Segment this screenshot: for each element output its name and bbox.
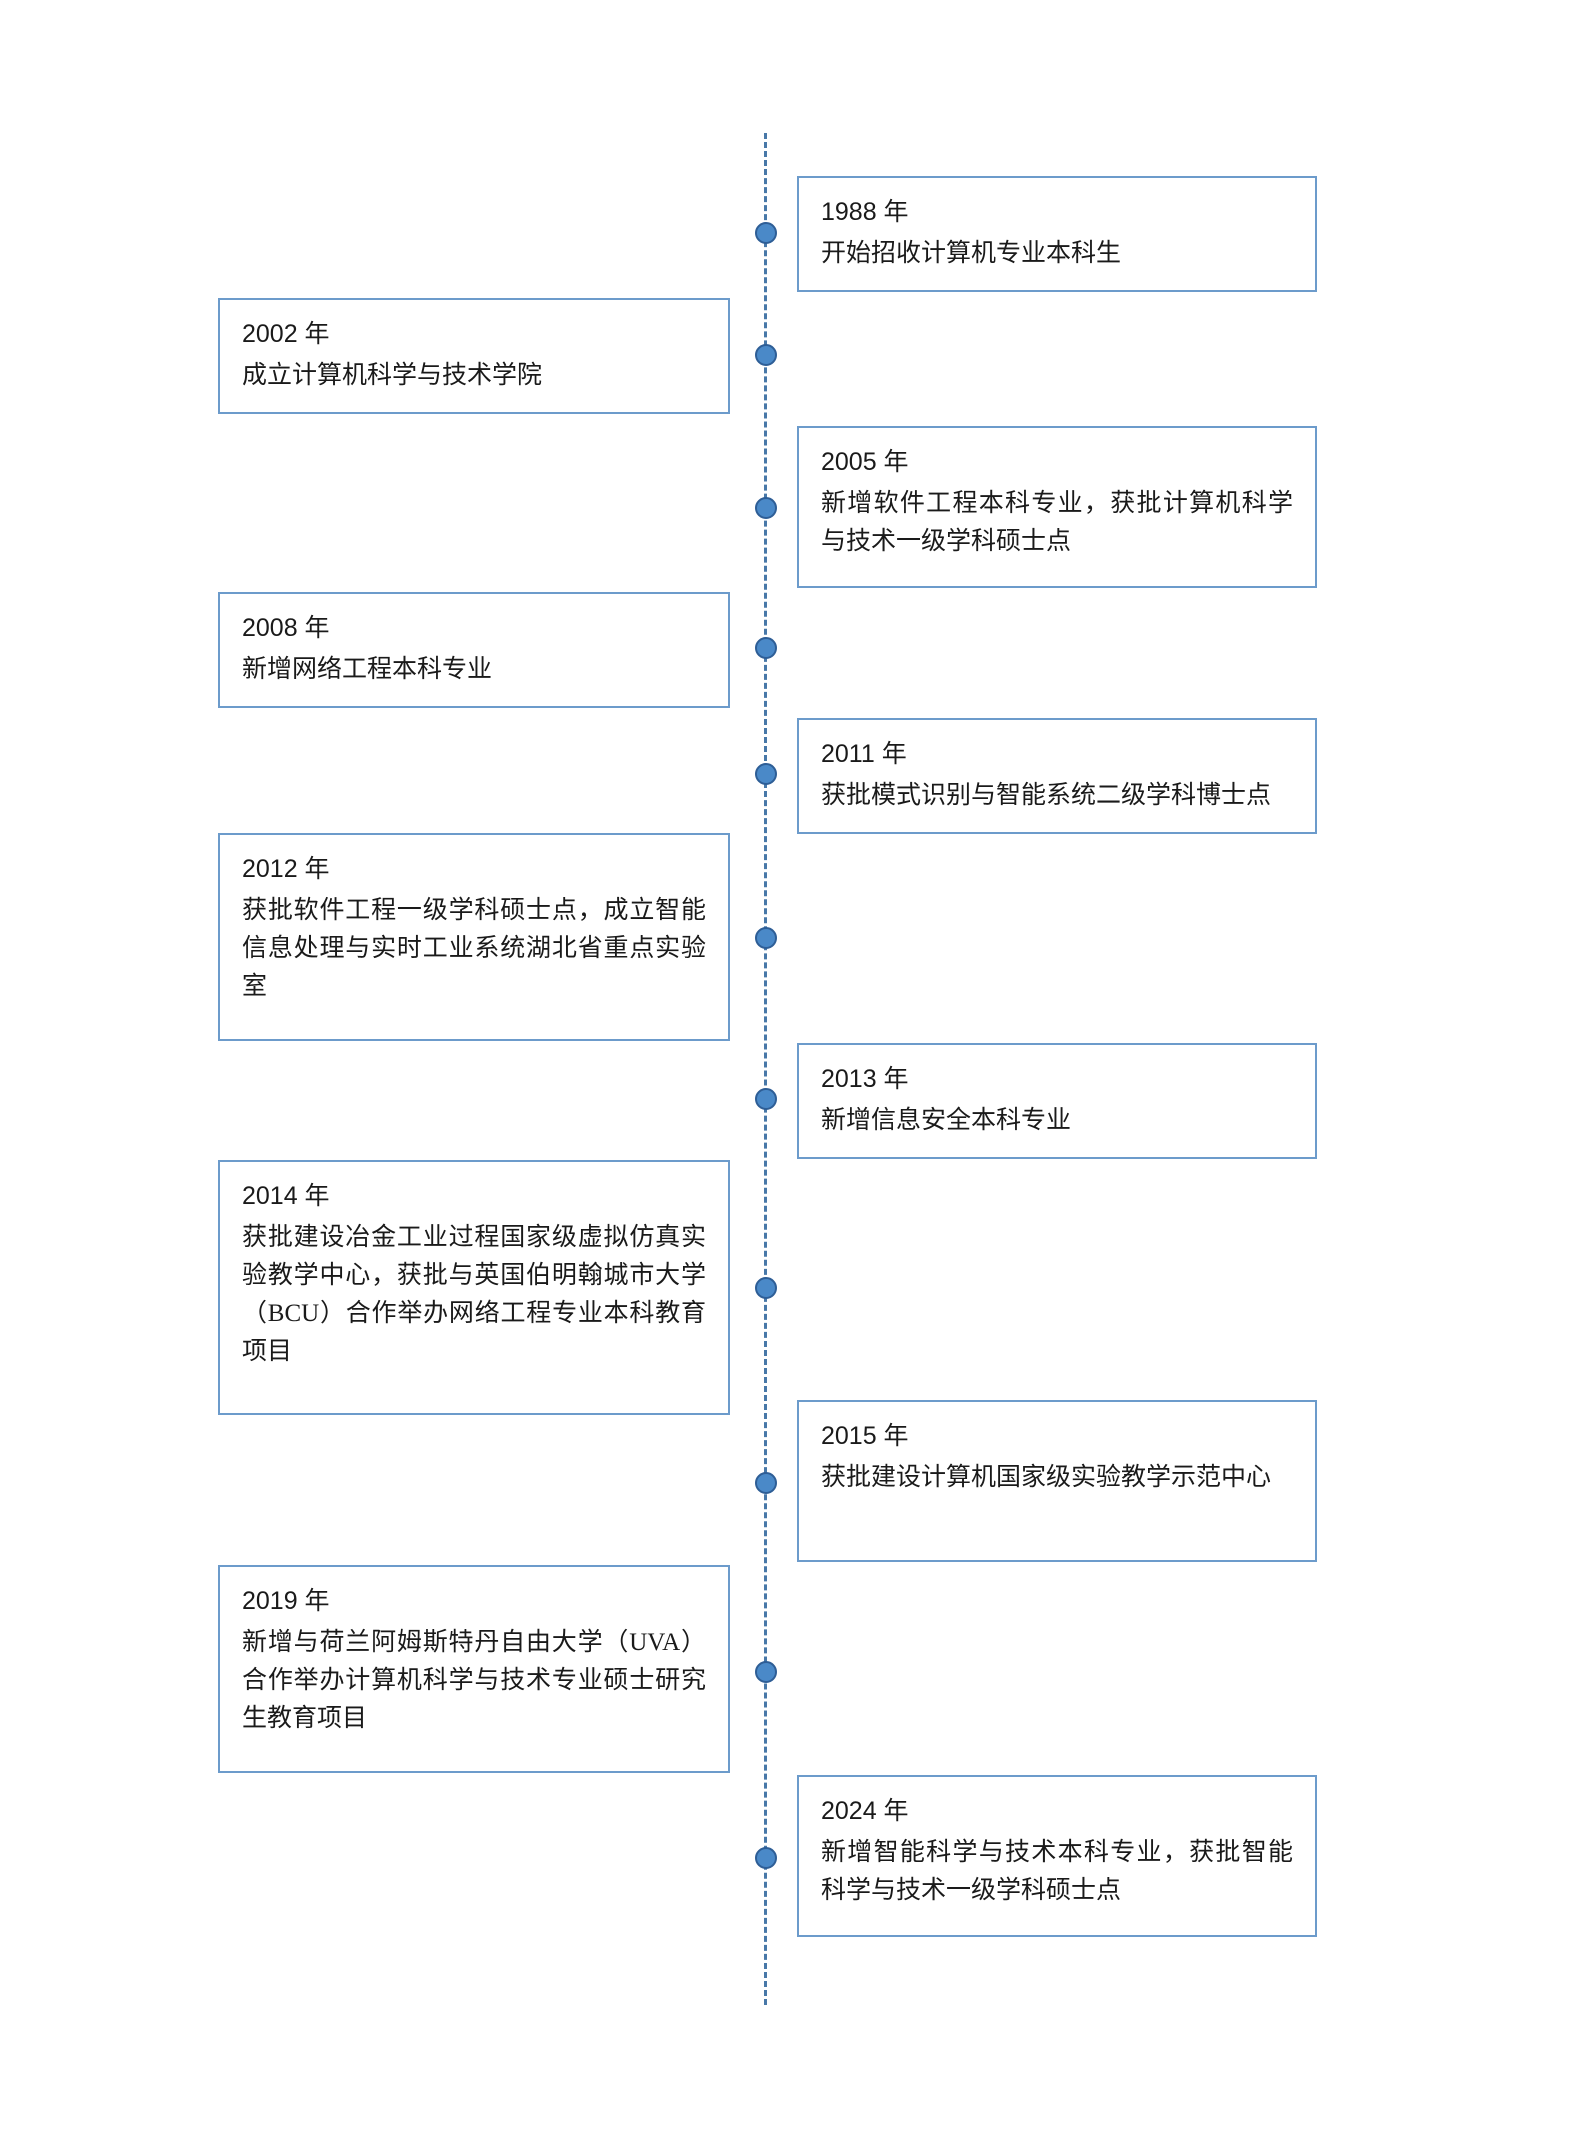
event-year-1988: 1988 年 [821,198,909,226]
event-year-2014: 2014 年 [242,1182,330,1210]
event-year-2019: 2019 年 [242,1587,330,1615]
event-card-2014[interactable]: 2014 年 获批建设冶金工业过程国家级虚拟仿真实验教学中心，获批与英国伯明翰城… [218,1160,730,1415]
event-year-2024: 2024 年 [821,1797,909,1825]
event-card-2002[interactable]: 2002 年 成立计算机科学与技术学院 [218,298,730,414]
event-card-2024[interactable]: 2024 年 新增智能科学与技术本科专业，获批智能科学与技术一级学科硕士点 [797,1775,1317,1937]
event-card-2005[interactable]: 2005 年 新增软件工程本科专业，获批计算机科学与技术一级学科硕士点 [797,426,1317,588]
timeline-node-2015 [755,1472,777,1494]
event-desc-2015: 获批建设计算机国家级实验教学示范中心 [821,1463,1272,1491]
event-card-2008[interactable]: 2008 年 新增网络工程本科专业 [218,592,730,708]
event-year-2013: 2013 年 [821,1065,909,1093]
event-card-2013[interactable]: 2013 年 新增信息安全本科专业 [797,1043,1317,1159]
event-card-2019[interactable]: 2019 年 新增与荷兰阿姆斯特丹自由大学（UVA）合作举办计算机科学与技术专业… [218,1565,730,1773]
event-desc-1988: 开始招收计算机专业本科生 [821,239,1122,267]
timeline-node-2024 [755,1847,777,1869]
event-year-2005: 2005 年 [821,448,909,476]
timeline-node-2011 [755,763,777,785]
event-year-2015: 2015 年 [821,1422,909,1450]
timeline-node-2012 [755,927,777,949]
event-desc-2012: 获批软件工程一级学科硕士点，成立智能信息处理与实时工业系统湖北省重点实验室 [242,896,706,1000]
timeline-spine [764,133,767,2005]
event-card-1988[interactable]: 1988 年 开始招收计算机专业本科生 [797,176,1317,292]
timeline-node-2008 [755,637,777,659]
timeline-node-2014 [755,1277,777,1299]
event-card-2015[interactable]: 2015 年 获批建设计算机国家级实验教学示范中心 [797,1400,1317,1562]
event-desc-2019: 新增与荷兰阿姆斯特丹自由大学（UVA）合作举办计算机科学与技术专业硕士研究生教育… [242,1628,706,1732]
event-year-2012: 2012 年 [242,855,330,883]
event-card-2011[interactable]: 2011 年 获批模式识别与智能系统二级学科博士点 [797,718,1317,834]
timeline-node-2013 [755,1088,777,1110]
event-desc-2002: 成立计算机科学与技术学院 [242,361,543,389]
event-desc-2014: 获批建设冶金工业过程国家级虚拟仿真实验教学中心，获批与英国伯明翰城市大学（BCU… [242,1223,706,1365]
event-desc-2013: 新增信息安全本科专业 [821,1106,1072,1134]
event-desc-2024: 新增智能科学与技术本科专业，获批智能科学与技术一级学科硕士点 [821,1838,1293,1904]
event-card-2012[interactable]: 2012 年 获批软件工程一级学科硕士点，成立智能信息处理与实时工业系统湖北省重… [218,833,730,1041]
event-year-2011: 2011 年 [821,740,907,768]
timeline-node-2002 [755,344,777,366]
event-desc-2008: 新增网络工程本科专业 [242,655,493,683]
event-desc-2005: 新增软件工程本科专业，获批计算机科学与技术一级学科硕士点 [821,489,1293,555]
event-desc-2011: 获批模式识别与智能系统二级学科博士点 [821,781,1272,809]
timeline-node-2019 [755,1661,777,1683]
event-year-2008: 2008 年 [242,614,330,642]
timeline-node-2005 [755,497,777,519]
timeline-node-1988 [755,222,777,244]
event-year-2002: 2002 年 [242,320,330,348]
